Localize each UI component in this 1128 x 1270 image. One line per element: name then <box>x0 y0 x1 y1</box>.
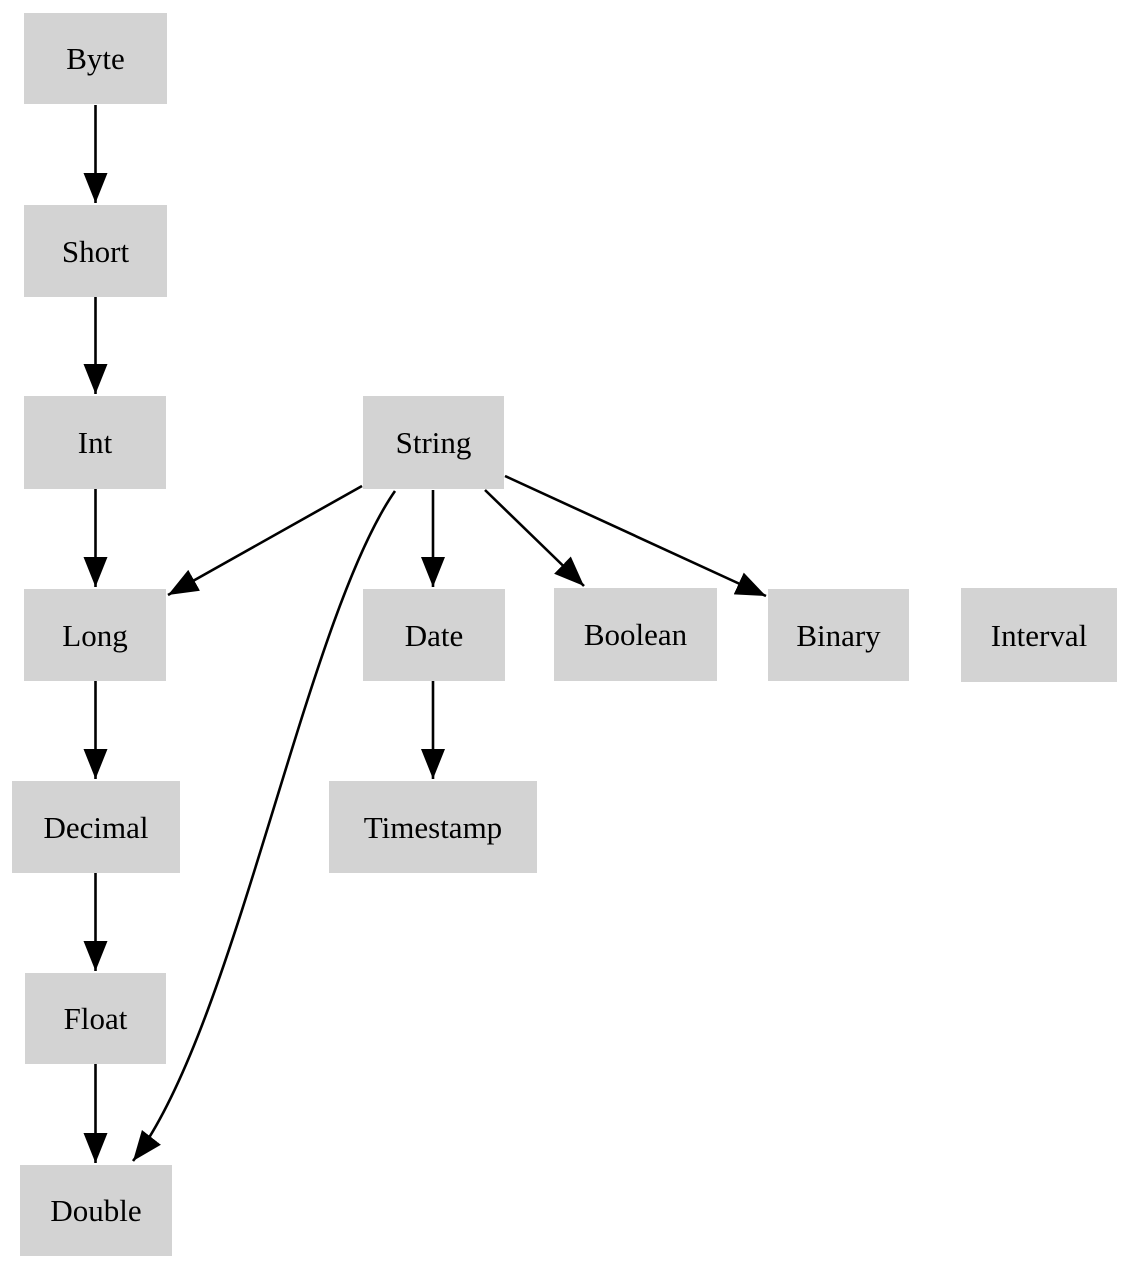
edge-string-to-boolean <box>484 489 585 587</box>
node-string: String <box>363 396 504 489</box>
node-timestamp: Timestamp <box>329 781 537 873</box>
node-double: Double <box>20 1165 172 1256</box>
node-int-label: Int <box>77 425 113 460</box>
node-long-label: Long <box>62 617 128 653</box>
node-timestamp-label: Timestamp <box>363 809 503 845</box>
node-byte-label: Byte <box>66 41 125 76</box>
node-binary-label: Binary <box>796 617 881 653</box>
node-boolean-label: Boolean <box>583 617 688 652</box>
node-decimal: Decimal <box>12 781 180 873</box>
node-decimal-label: Decimal <box>43 809 149 845</box>
node-boolean: Boolean <box>554 588 717 681</box>
node-int: Int <box>24 396 166 489</box>
node-binary: Binary <box>768 589 909 681</box>
node-short: Short <box>24 205 167 297</box>
node-float: Float <box>25 973 166 1064</box>
node-short-label: Short <box>61 233 130 269</box>
node-long: Long <box>24 589 166 681</box>
node-interval: Interval <box>961 588 1117 682</box>
edge-string-to-long <box>167 484 363 597</box>
node-date-label: Date <box>404 617 464 653</box>
node-byte: Byte <box>24 13 167 104</box>
node-interval-label: Interval <box>990 617 1088 653</box>
node-date: Date <box>363 589 505 681</box>
edge-string-to-binary <box>504 474 767 598</box>
node-double-label: Double <box>50 1193 142 1228</box>
node-string-label: String <box>395 425 472 460</box>
node-float-label: Float <box>63 1001 128 1036</box>
